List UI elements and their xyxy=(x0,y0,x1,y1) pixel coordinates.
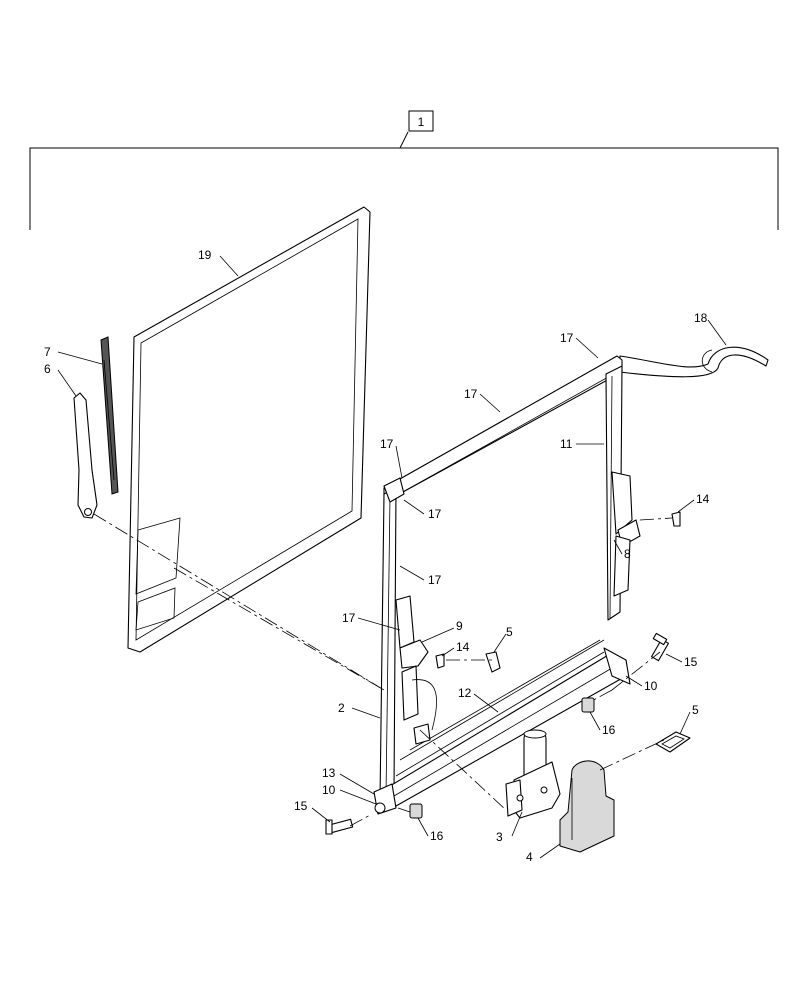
callout-17-c: 17 xyxy=(380,437,394,451)
callout-9: 9 xyxy=(456,619,463,633)
callout-5-lower: 5 xyxy=(692,703,699,717)
bolt-15-left xyxy=(325,818,354,835)
callout-17-b: 17 xyxy=(464,387,478,401)
gasket-lower xyxy=(655,731,691,753)
assembly-bracket: 1 xyxy=(29,110,779,230)
assembly-callout-box xyxy=(408,110,434,132)
callout-17-e: 17 xyxy=(428,573,442,587)
wiper-motor xyxy=(505,729,561,819)
callout-6: 6 xyxy=(44,362,51,376)
nut-16-left xyxy=(409,803,423,819)
callout-10-left: 10 xyxy=(322,783,336,797)
callout-15-left: 15 xyxy=(294,799,308,813)
callout-4: 4 xyxy=(526,850,533,864)
wiper-arm xyxy=(73,392,98,519)
callout-18: 18 xyxy=(694,311,708,325)
callout-17-d: 17 xyxy=(428,507,442,521)
door-frame xyxy=(373,355,641,815)
washer-tube xyxy=(619,346,769,378)
callout-16-left: 16 xyxy=(430,829,444,843)
callout-2: 2 xyxy=(338,701,345,715)
callout-15-right: 15 xyxy=(684,655,698,669)
callout-13: 13 xyxy=(322,766,336,780)
screw-14-right xyxy=(671,511,681,527)
callout-3: 3 xyxy=(496,830,503,844)
screw-14-left xyxy=(435,653,445,669)
callout-5-upper: 5 xyxy=(506,625,513,639)
callout-14-right: 14 xyxy=(696,492,710,506)
callout-10-right: 10 xyxy=(644,679,658,693)
callout-7: 7 xyxy=(44,345,51,359)
alignment-lines xyxy=(93,513,673,827)
motor-cover xyxy=(559,760,615,853)
assembly-callout-label: 1 xyxy=(418,115,425,129)
callout-11: 11 xyxy=(560,437,573,451)
callout-19: 19 xyxy=(198,248,212,262)
callout-17-a: 17 xyxy=(560,331,574,345)
callout-16-right: 16 xyxy=(602,723,616,737)
callout-8: 8 xyxy=(624,547,631,561)
nut-16-right xyxy=(581,697,595,713)
clip-upper xyxy=(485,651,501,673)
glass-pane xyxy=(127,206,371,653)
callouts: 19 7 6 18 17 17 17 17 17 17 11 14 8 9 14… xyxy=(44,248,727,864)
callout-14-left: 14 xyxy=(456,640,470,654)
callout-12: 12 xyxy=(458,686,472,700)
callout-17-f: 17 xyxy=(342,611,356,625)
wiper-blade xyxy=(100,336,119,495)
